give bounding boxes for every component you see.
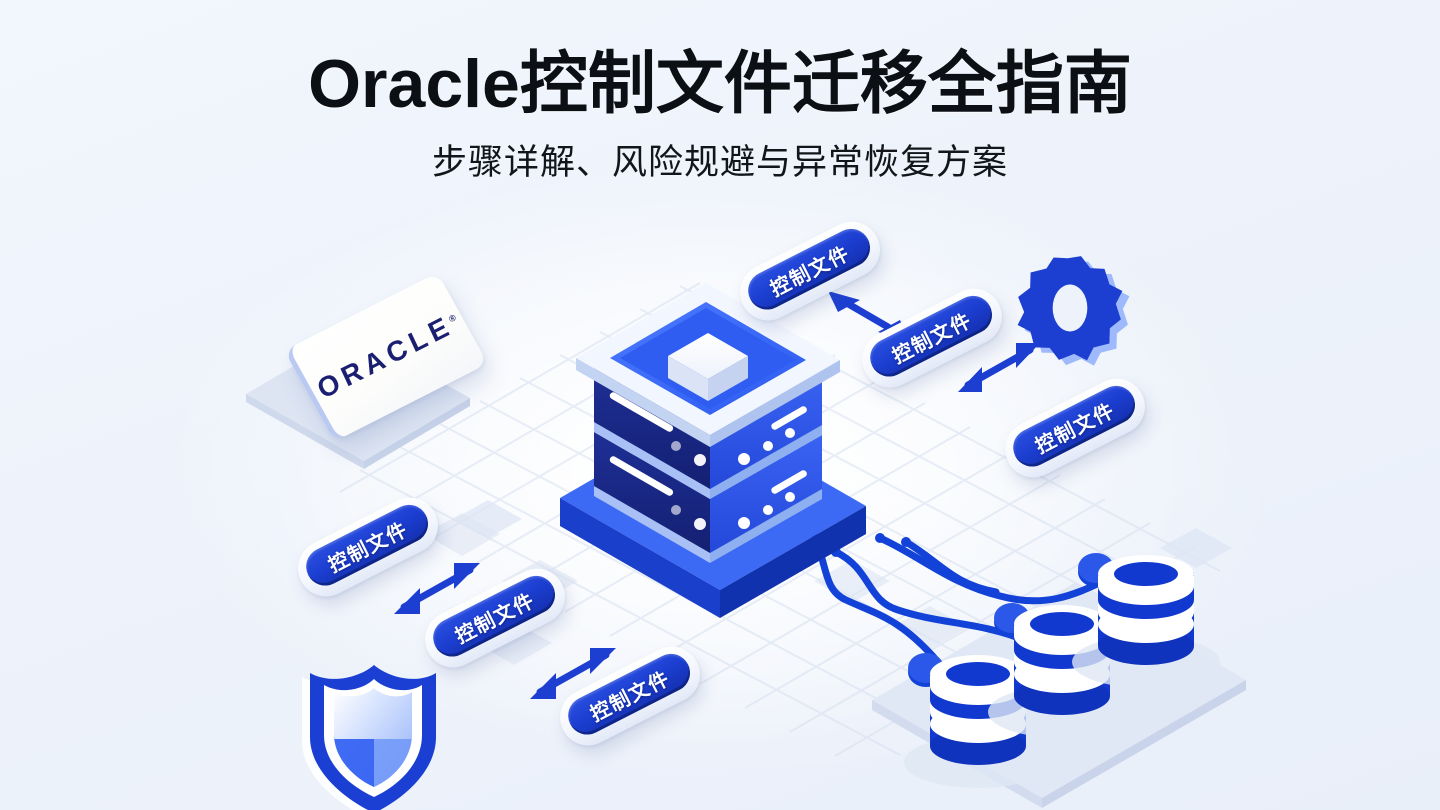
arrow-bottom xyxy=(530,648,616,699)
database-cylinder xyxy=(1072,555,1220,688)
server-core-cube xyxy=(668,333,748,401)
ambient-plates xyxy=(454,500,1232,568)
flow-arrows xyxy=(394,291,1040,699)
server-led xyxy=(738,406,807,465)
gear-icon xyxy=(1017,256,1130,366)
page-title: Oracle控制文件迁移全指南 xyxy=(308,46,1132,122)
page-subtitle: 步骤详解、风险规避与异常恢复方案 xyxy=(431,143,1008,183)
arrow-left xyxy=(394,563,480,614)
server-led xyxy=(738,470,807,529)
server-slot xyxy=(609,456,706,530)
central-server xyxy=(560,283,866,618)
arrow-right xyxy=(958,343,1040,392)
shield-icon xyxy=(302,665,436,810)
server-slot xyxy=(609,392,706,466)
header: Oracle控制文件迁移全指南 步骤详解、风险规避与异常恢复方案 xyxy=(0,0,1440,185)
